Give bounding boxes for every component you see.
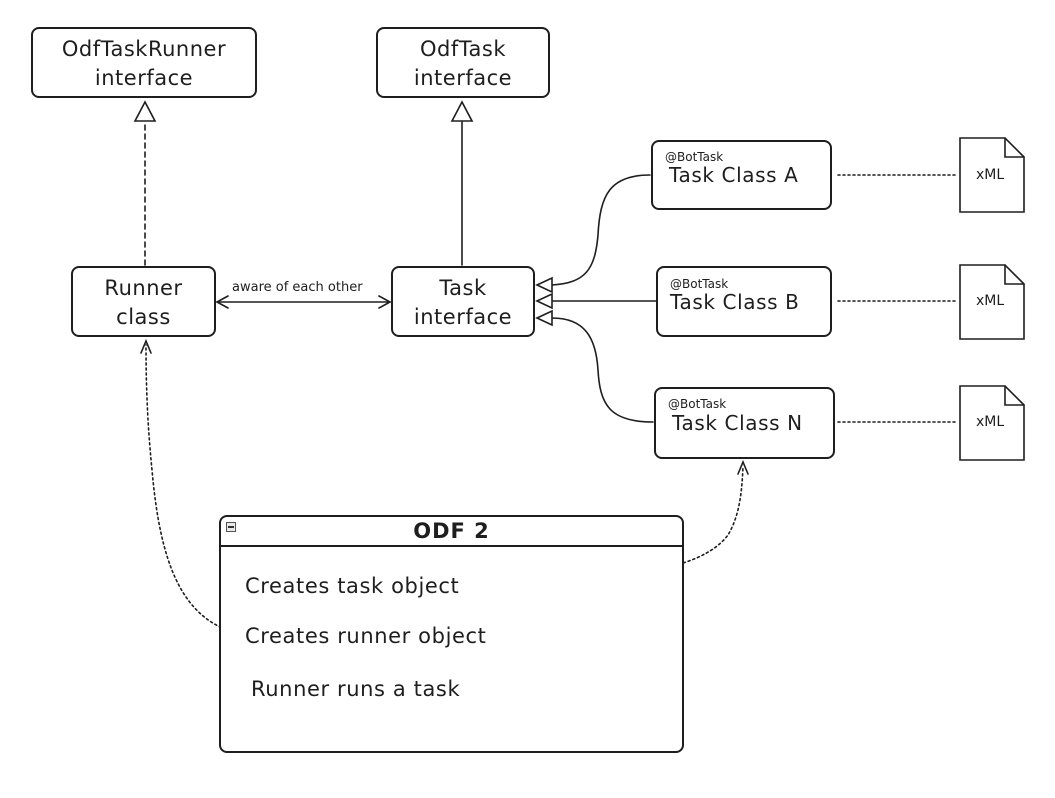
task-class-b-annotation: @BotTask xyxy=(670,277,729,291)
runner-class-line1: Runner xyxy=(104,276,183,300)
task-interface-line1: Task xyxy=(439,276,487,300)
runner-task-arrowhead-left xyxy=(215,295,229,309)
creates-runner-object-link xyxy=(145,344,241,635)
creates-task-object-arrowhead xyxy=(737,459,749,475)
frame-line-create-task: Creates task object xyxy=(245,574,460,598)
task-class-a-label: Task Class A xyxy=(669,163,799,187)
task-interface-line2: interface xyxy=(413,305,513,329)
frame-line-create-runner: Creates runner object xyxy=(245,624,487,648)
odf-task-runner-interface-node: OdfTaskRunner interface xyxy=(31,27,257,98)
task-extends-odftask-arrowhead xyxy=(450,100,474,122)
odf2-frame-header: ODF 2 xyxy=(221,517,682,547)
odf2-frame: ODF 2 Creates task object Creates runner… xyxy=(219,515,684,753)
task-class-n-label: Task Class N xyxy=(672,411,803,435)
task-class-b-node: @BotTask Task Class B xyxy=(656,266,832,337)
xml-document-2-label: xML xyxy=(976,293,1005,309)
task-class-a-node: @BotTask Task Class A xyxy=(651,140,832,210)
runner-class-node: Runner class xyxy=(71,266,216,337)
odf2-frame-title: ODF 2 xyxy=(413,519,490,543)
task-class-b-arrowhead xyxy=(535,292,553,310)
runner-realizes-odftaskrunner-arrowhead xyxy=(133,100,157,122)
runner-class-line2: class xyxy=(116,305,171,329)
odf-task-runner-interface-line2: interface xyxy=(94,66,194,90)
task-class-a-implements-edge xyxy=(551,174,651,286)
collapse-toggle-icon[interactable] xyxy=(226,522,236,532)
runner-task-arrowhead-right xyxy=(378,295,392,309)
task-class-n-annotation: @BotTask xyxy=(668,397,727,411)
task-class-n-implements-edge xyxy=(551,317,654,423)
odf-task-interface-line1: OdfTask xyxy=(419,37,507,61)
odf-task-runner-interface-line1: OdfTaskRunner xyxy=(61,37,227,61)
odf-task-interface-line2: interface xyxy=(413,66,513,90)
xml-document-1-label: xML xyxy=(976,167,1005,183)
creates-runner-object-arrowhead xyxy=(140,338,152,354)
xml-document-1-shape xyxy=(959,137,1025,213)
task-class-n-arrowhead xyxy=(535,309,553,327)
runner-task-edge-label: aware of each other xyxy=(229,280,366,296)
task-class-n-node: @BotTask Task Class N xyxy=(654,387,835,459)
odf-task-interface-node: OdfTask interface xyxy=(376,27,550,98)
xml-document-2-shape xyxy=(959,264,1025,340)
task-class-a-annotation: @BotTask xyxy=(665,150,724,164)
xml-document-3-shape xyxy=(959,385,1025,461)
task-class-b-label: Task Class B xyxy=(670,290,800,314)
task-class-a-arrowhead xyxy=(535,276,553,294)
frame-line-runner-runs: Runner runs a task xyxy=(251,677,461,701)
xml-document-3-label: xML xyxy=(976,414,1005,430)
task-interface-node: Task interface xyxy=(391,266,535,337)
creates-task-object-link xyxy=(479,465,744,585)
